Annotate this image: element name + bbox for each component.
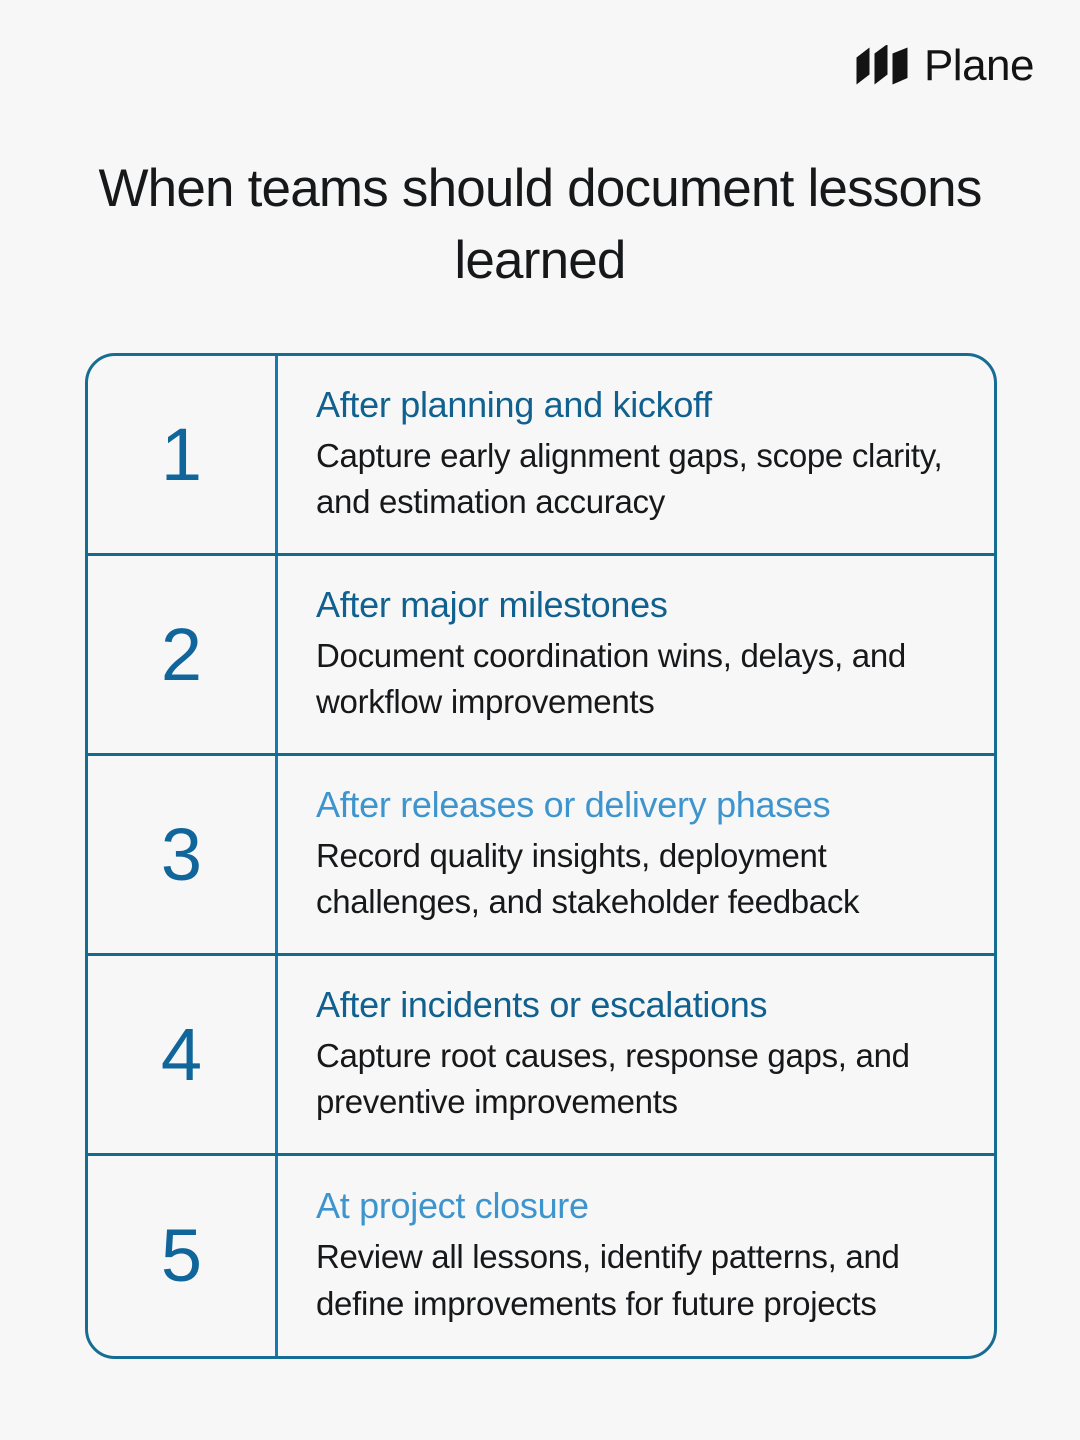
row-number-cell: 3 [88,756,278,953]
table-row: 1 After planning and kickoff Capture ear… [88,356,994,556]
row-heading: At project closure [316,1185,589,1227]
table-row: 5 At project closure Review all lessons,… [88,1156,994,1356]
page-title: When teams should document lessons learn… [98,159,982,291]
row-content-cell: After planning and kickoff Capture early… [278,356,994,553]
lessons-learned-table: 1 After planning and kickoff Capture ear… [85,353,997,1359]
row-description: Document coordination wins, delays, and … [316,636,906,721]
row-number: 2 [160,612,203,696]
row-heading: After releases or delivery phases [316,783,831,825]
row-content-cell: At project closure Review all lessons, i… [278,1156,994,1356]
plane-logo-mark [854,44,910,87]
row-number: 3 [160,812,203,896]
row-number: 5 [160,1214,203,1297]
table-row: 3 After releases or delivery phases Reco… [88,756,994,956]
brand-logo: Plane [854,41,1035,90]
row-number-cell: 1 [88,356,278,553]
row-heading: After planning and kickoff [316,383,712,425]
brand-name: Plane [923,41,1035,90]
row-description: Record quality insights, deployment chal… [316,836,860,921]
row-number: 1 [160,412,203,496]
row-content-cell: After major milestones Document coordina… [278,556,994,753]
row-description: Review all lessons, identify patterns, a… [316,1238,900,1322]
table-row: 2 After major milestones Document coordi… [88,556,994,756]
row-content-cell: After incidents or escalations Capture r… [278,956,994,1153]
row-content-cell: After releases or delivery phases Record… [278,756,994,953]
row-heading: After major milestones [316,583,668,625]
row-number-cell: 4 [88,956,278,1153]
row-description: Capture root causes, response gaps, and … [316,1036,910,1121]
row-description: Capture early alignment gaps, scope clar… [316,436,943,521]
row-number: 4 [160,1012,203,1096]
table-row: 4 After incidents or escalations Capture… [88,956,994,1156]
row-number-cell: 5 [88,1156,278,1356]
row-number-cell: 2 [88,556,278,753]
row-heading: After incidents or escalations [316,983,768,1025]
